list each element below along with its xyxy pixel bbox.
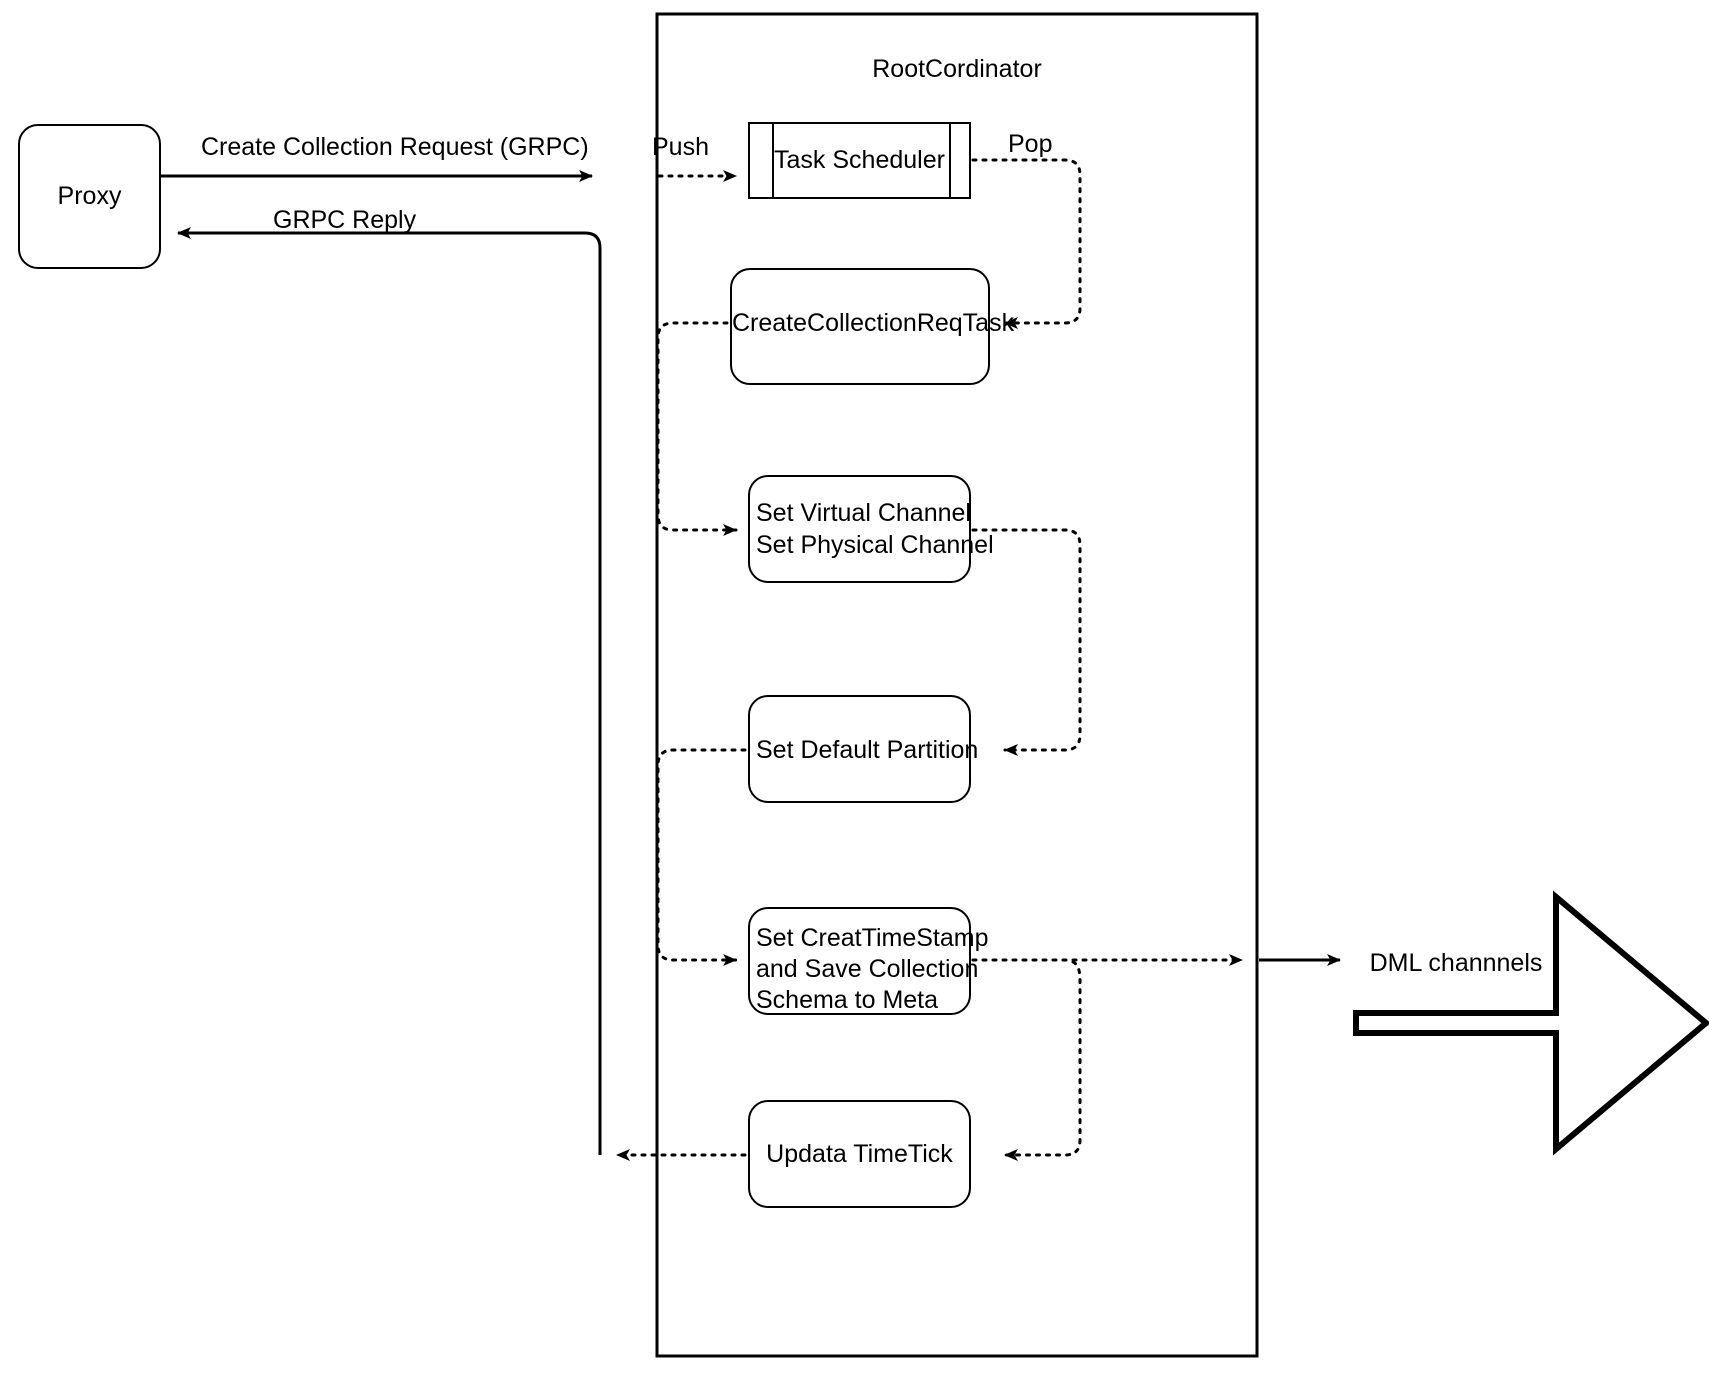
rootcordinator-title: RootCordinator (872, 55, 1042, 83)
edge-pop (971, 158, 1082, 329)
node-set-channels[interactable]: Set Virtual Channel Set Physical Channel (748, 475, 994, 583)
node-set-timestamp-label-line2: and Save Collection (756, 955, 979, 983)
node-proxy[interactable]: Proxy (18, 124, 161, 269)
node-task-scheduler[interactable]: Task Scheduler (748, 122, 971, 199)
node-set-timestamp-label-line3: Schema to Meta (756, 986, 939, 1014)
edge-default-partition-to-timestamp (656, 748, 747, 966)
edge-set-channels-to-default-partition (971, 528, 1082, 756)
edge-grpc-reply (177, 227, 602, 1155)
edge-label-push: Push (652, 133, 709, 161)
edge-label-create-collection-request: Create Collection Request (GRPC) (201, 133, 589, 161)
edge-label-pop: Pop (1008, 130, 1053, 158)
node-set-default-partition[interactable]: Set Default Partition (748, 695, 978, 803)
node-set-timestamp[interactable]: Set CreatTimeStamp and Save Collection S… (748, 907, 988, 1015)
node-create-collection-req-task-label: CreateCollectionReqTask (732, 309, 1015, 337)
node-task-scheduler-label: Task Scheduler (774, 146, 945, 174)
rootcordinator-container (655, 12, 1259, 1358)
task-scheduler-left-bar (772, 124, 774, 197)
edge-task-to-set-channels (656, 321, 738, 536)
edge-label-grpc-reply: GRPC Reply (273, 206, 417, 234)
node-set-timestamp-label-line1: Set CreatTimeStamp (756, 924, 989, 952)
node-set-channels-label-line1: Set Virtual Channel (756, 499, 971, 527)
node-update-timetick[interactable]: Updata TimeTick (748, 1100, 971, 1208)
task-scheduler-right-bar (949, 124, 951, 197)
node-dml-channels-label: DML channnels (1369, 949, 1543, 977)
node-proxy-label: Proxy (57, 182, 122, 210)
edge-timestamp-to-update-timetick (1003, 960, 1082, 1161)
node-set-channels-label-line2: Set Physical Channel (756, 531, 994, 559)
dml-channels-outline (1353, 890, 1709, 1156)
node-create-collection-req-task[interactable]: CreateCollectionReqTask (730, 268, 1015, 385)
node-update-timetick-label: Updata TimeTick (766, 1139, 953, 1168)
node-set-default-partition-label: Set Default Partition (756, 736, 979, 764)
